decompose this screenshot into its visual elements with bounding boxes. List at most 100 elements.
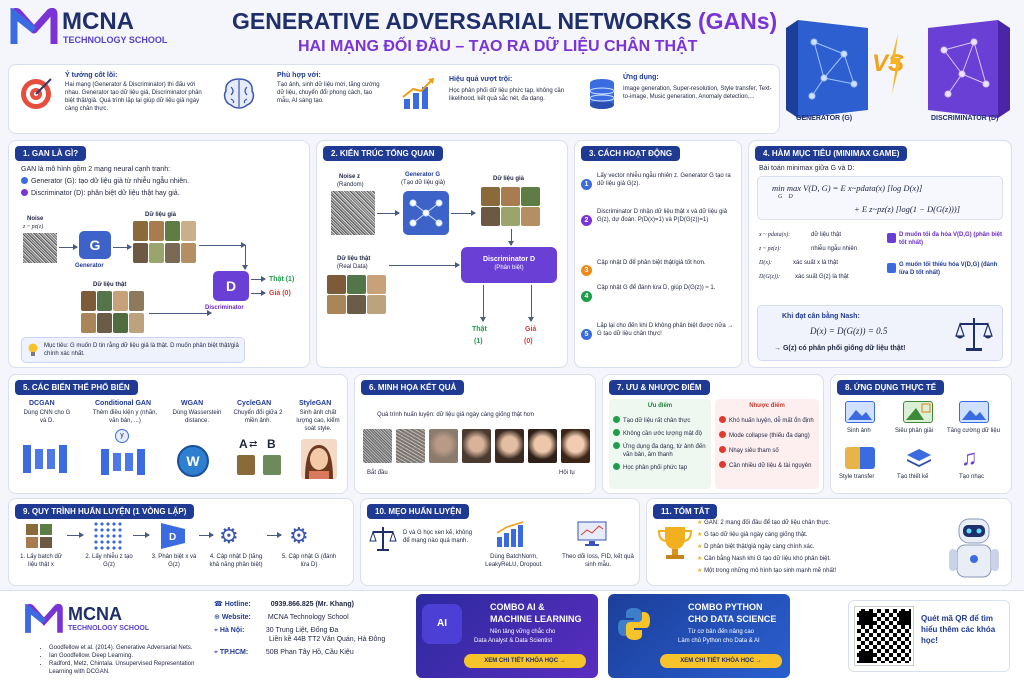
section-variants: 5. CÁC BIẾN THỂ PHỔ BIẾN DCGAN Dùng CNN … (8, 374, 348, 494)
pros-title: Ưu điểm (647, 403, 673, 409)
variant-name: StyleGAN (299, 400, 332, 407)
intro-text-3: Image generation, Super-resolution, Styl… (623, 86, 772, 100)
footer-brand-name: MCNA (68, 604, 122, 624)
con-item: Khó huấn luyện, dễ mất ổn định (719, 416, 819, 425)
variant-desc: Dùng Wasserstein distance. (172, 410, 222, 424)
s1-gen-def: Generator (G): tạo dữ liệu giả từ nhiễu … (21, 177, 189, 186)
section-results: 6. MINH HỌA KẾT QUẢ Quá trình huấn luyện… (354, 374, 596, 494)
variant-desc: Thêm điều kiện y (nhãn, văn bản, ...) (92, 410, 158, 424)
train-step: 5. Cập nhật G (đánh lừa D) (281, 554, 337, 568)
s3-step-1: Lấy vector nhiễu ngẫu nhiên z. Generator… (597, 173, 731, 187)
tip-item: Dùng BatchNorm, LeakyReLU, Dropout. (485, 554, 543, 568)
section-title: 6. MINH HỌA KẾT QUẢ (361, 380, 465, 395)
section-how-it-works: 3. CÁCH HOẠT ĐỘNG 1 Lấy vector nhiễu ngẫ… (574, 140, 742, 368)
combo-ai-button[interactable]: XEM CHI TIẾT KHÓA HỌC → (464, 654, 586, 668)
variant-desc: Sinh ảnh chất lượng cao, kiểm soát style… (296, 410, 340, 432)
lightning-icon (888, 34, 902, 94)
con-item: Mode collapse (thiếu đa dạng) (719, 431, 819, 440)
section-gan-what: 1. GAN LÀ GÌ? GAN là mô hình gồm 2 mạng … (8, 140, 310, 368)
globe-icon: W (177, 445, 209, 477)
intro-title-0: Ý tưởng cốt lõi: (65, 72, 118, 79)
pro-item: Không cần ước lượng mật độ (613, 429, 711, 438)
combo-python-desc-2: Làm chủ Python cho Data & AI (678, 638, 760, 644)
cycle-b: B (267, 437, 276, 451)
s2-out-real: Thật (472, 326, 487, 333)
s1-output-fake: Giả (0) (269, 290, 291, 297)
s1-discriminator-label: Discriminator (205, 305, 244, 311)
pro-item: Ứng dụng đa dạng, từ ảnh đến văn bản, âm… (613, 442, 711, 459)
app-label: Tạo thiết kế (897, 474, 929, 480)
s1-generator-box: G (79, 231, 111, 259)
intro-title-2: Hiệu quả vượt trội: (449, 76, 513, 83)
cons-title: Nhược điểm (749, 403, 785, 409)
cycle-image-a (237, 455, 255, 475)
section-title: 8. ỨNG DỤNG THỰC TẾ (837, 380, 945, 395)
phone-icon: ☎ (214, 601, 223, 608)
globe-icon: ⊕ (214, 614, 220, 621)
app-label: Style transfer (839, 474, 875, 480)
s1-fake-label: Dữ liệu giả (145, 212, 177, 218)
app-label: Tạo nhạc (959, 474, 985, 480)
reference: Goodfellow et al. (2014). Generative Adv… (49, 644, 204, 652)
cycle-arrows-icon: ⇄ (249, 439, 258, 450)
footer-brand-sub: TECHNOLOGY SCHOOL (68, 625, 150, 632)
s4-def-0: x ~ pdata(x): (759, 232, 791, 238)
s1-real-images (81, 291, 145, 335)
combo-python-title: COMBO PYTHON (688, 602, 763, 612)
variant-name: Conditional GAN (95, 400, 151, 407)
generator-cube-illustration (784, 14, 874, 126)
contact-hanoi: ⌖ Hà Nội:30 Trung Liệt, Đống Đa (214, 627, 339, 634)
noise-image (23, 233, 57, 263)
section-training-tips: 10. MẸO HUẤN LUYỆN D và G học xen kẽ, kh… (360, 498, 640, 586)
cgan-layers-icon (99, 445, 151, 479)
discriminator-cube-illustration (922, 14, 1012, 126)
section-title: 2. KIẾN TRÚC TỔNG QUAN (323, 146, 443, 161)
dcgan-layers-icon (21, 441, 73, 477)
discriminator-label: DISCRIMINATOR (D) (931, 115, 999, 122)
s2-disc2: (Phân biệt) (494, 265, 524, 271)
location-icon: ⌖ (214, 627, 218, 634)
step-number: 3 (581, 259, 592, 277)
s4-eq2: + E z~pz(z) [log(1 − D(G(z)))] (854, 204, 961, 214)
step-number: 5 (581, 323, 592, 341)
stylegan-portrait (301, 439, 337, 479)
s1-lead: GAN là mô hình gồm 2 mạng neural cạnh tr… (21, 166, 171, 173)
con-item: Nhạy siêu tham số (719, 446, 819, 455)
s1-goal-text: Mục tiêu: G muốn D tin rằng dữ liệu giả … (44, 343, 239, 357)
s1-noise-label: Noise (27, 216, 44, 222)
variant-desc: Chuyển đổi giữa 2 miền ảnh. (233, 410, 283, 424)
s1-disc-def: Discriminator (D): phân biệt dữ liệu thậ… (21, 189, 180, 198)
summary-item: ★ G tạo dữ liệu giả ngày càng giống thật… (697, 532, 808, 538)
lightbulb-icon (27, 343, 39, 357)
s1-real-label: Dữ liệu thật (93, 282, 127, 288)
train-step: 3. Phân biệt x và G(z) (151, 554, 197, 568)
generator-label: GENERATOR (G) (796, 115, 853, 122)
qr-code-icon[interactable] (854, 606, 914, 666)
combo-ai-banner[interactable]: AI COMBO AI & MACHINE LEARNING Nền tảng … (416, 594, 598, 678)
discriminator-trapezoid-icon: D (159, 521, 187, 551)
tip-item: Theo dõi loss, FID, kết quả sinh mẫu. (562, 554, 634, 568)
generator-network-icon (403, 191, 449, 235)
arrow (67, 532, 84, 538)
d-goal-icon (887, 233, 896, 243)
references-list: Goodfellow et al. (2014). Generative Adv… (40, 644, 204, 676)
bar-chart-icon (495, 521, 525, 547)
combo-python-desc: Từ cơ bản đến nâng cao (688, 629, 754, 635)
batch-data-icon (25, 523, 55, 549)
s4-def-0-desc: dữ liệu thật (811, 232, 842, 238)
app-label: Sinh ảnh (847, 428, 871, 434)
contact-block: ☎ Hotline:0939.866.825 (Mr. Khang) ⊕ Web… (214, 600, 404, 657)
noise-image (331, 191, 375, 235)
combo-python-title-2: CHO DATA SCIENCE (688, 614, 777, 624)
s4-nash-title: Khi đạt cân bằng Nash: (782, 313, 860, 320)
contact-website[interactable]: ⊕ Website:MCNA Technology School (214, 614, 349, 621)
contact-hotline[interactable]: ☎ Hotline:0939.866.825 (Mr. Khang) (214, 601, 354, 608)
arrow (377, 210, 400, 216)
combo-python-banner[interactable]: COMBO PYTHON CHO DATA SCIENCE Từ cơ bản … (608, 594, 790, 678)
target-icon (19, 77, 53, 111)
s1-noise-formula: z ~ pz(z) (23, 224, 44, 230)
section-title: 9. QUY TRÌNH HUẤN LUYỆN (1 VÒNG LẶP) (15, 504, 195, 519)
python-logo-icon (616, 606, 652, 642)
combo-python-button[interactable]: XEM CHI TIẾT KHÓA HỌC → (660, 654, 782, 668)
variant-desc: Dùng CNN cho G và D. (23, 410, 71, 424)
